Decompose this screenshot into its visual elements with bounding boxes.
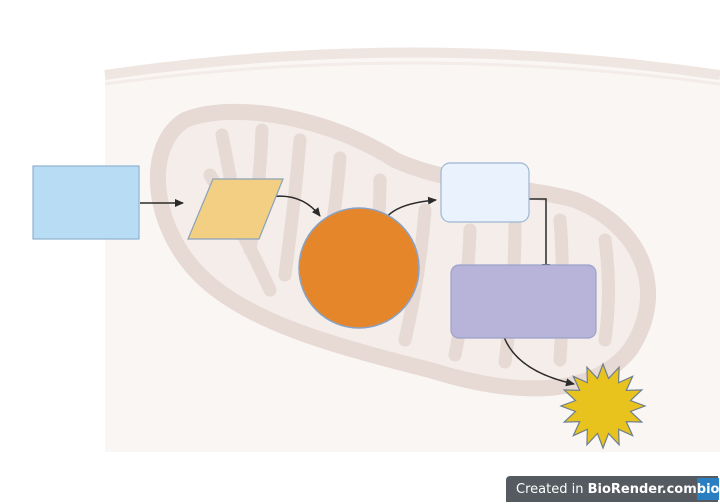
yellow-parallelogram (187, 178, 284, 240)
yellow-burst-icon (559, 362, 647, 450)
biorender-logo-icon: bio (696, 478, 720, 500)
biorender-watermark: Created in BioRender.com bio (506, 476, 720, 502)
purple-rounded-box (450, 264, 597, 339)
watermark-text: Created in BioRender.com (506, 482, 697, 497)
blue-box (32, 165, 140, 240)
watermark-prefix: Created in (516, 481, 588, 497)
watermark-brand: BioRender.com (587, 481, 697, 497)
light-blue-rounded-box (440, 162, 530, 223)
orange-circle (298, 207, 420, 329)
